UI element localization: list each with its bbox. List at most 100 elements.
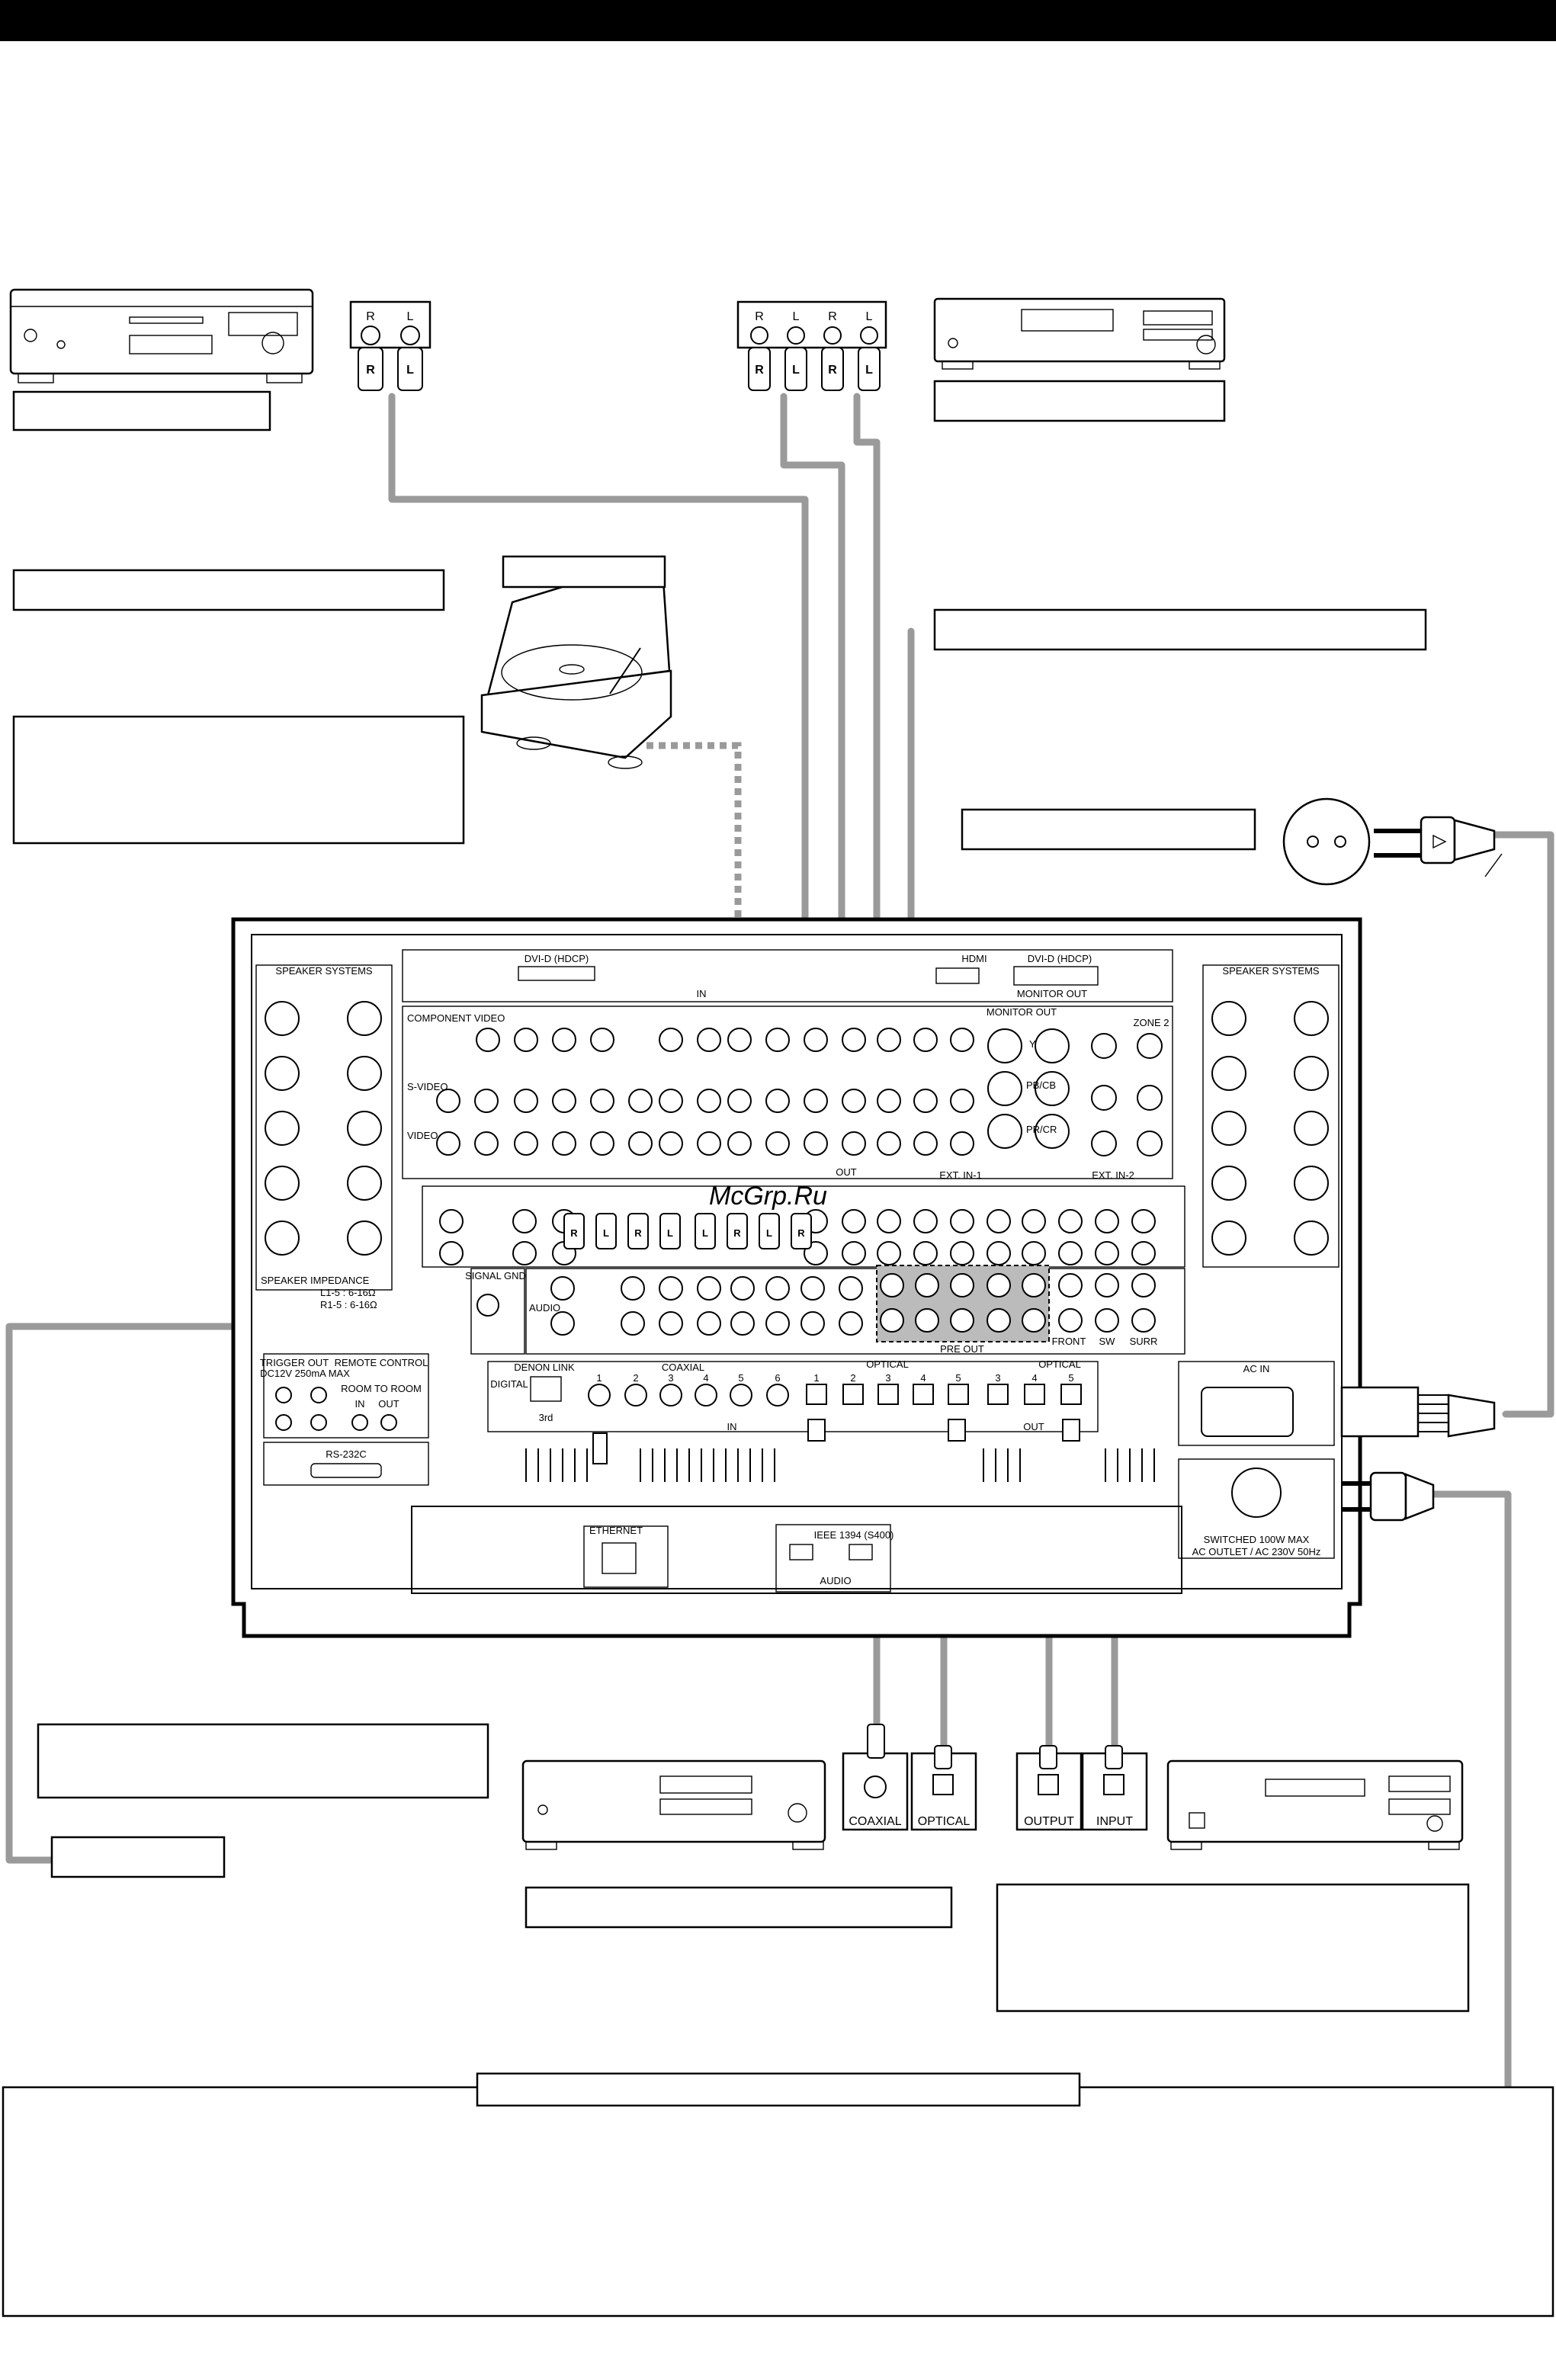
recorder-digital-jacks: OUTPUT INPUT	[1015, 1745, 1148, 1831]
svg-text:SURR: SURR	[1130, 1336, 1158, 1347]
trigger-label-box	[50, 1836, 226, 1878]
speaker-systems-left-label: SPEAKER SYSTEMS	[275, 965, 372, 977]
ext-in-1-label: EXT. IN-1	[939, 1169, 982, 1181]
svg-text:IN: IN	[697, 988, 707, 999]
pre-out-label: PRE OUT	[940, 1343, 984, 1355]
coax-jacks: 1 2 3 4 5 6	[588, 1372, 789, 1407]
ac-label-box	[961, 808, 1256, 851]
svg-text:PB/CB: PB/CB	[1026, 1079, 1056, 1091]
svg-text:SW: SW	[1099, 1336, 1116, 1347]
monitor-out-jacks: Y PB/CB PR/CR	[987, 1028, 1163, 1156]
turntable-note-box	[12, 715, 465, 845]
recorder-label-box	[996, 1883, 1470, 2013]
svg-text:4: 4	[1031, 1372, 1037, 1384]
svg-text:ROOM TO ROOM: ROOM TO ROOM	[341, 1383, 422, 1394]
tape-deck-device	[933, 297, 1226, 370]
cd-l-label: L	[407, 310, 414, 323]
ext-in-2-label: EXT. IN-2	[1092, 1169, 1134, 1181]
svg-text:1: 1	[596, 1372, 602, 1384]
hdmi-label: HDMI	[961, 953, 987, 964]
svg-text:MONITOR OUT: MONITOR OUT	[1017, 988, 1087, 999]
svg-text:R: R	[733, 1227, 741, 1239]
monitor-out-label: MONITOR OUT	[987, 1006, 1057, 1018]
ac-in-label: AC IN	[1243, 1363, 1270, 1374]
svg-text:3: 3	[885, 1372, 890, 1384]
video-jack-row-composite	[436, 1131, 974, 1156]
svg-text:L: L	[766, 1227, 772, 1239]
dvd-digital-jacks: COAXIAL OPTICAL	[842, 1724, 977, 1831]
remote-control-label: REMOTE CONTROL	[335, 1357, 428, 1368]
watermark-text: McGrp.Ru	[709, 1182, 827, 1211]
dvd-player-device	[521, 1759, 826, 1850]
svg-text:R: R	[634, 1227, 642, 1239]
audio-jacks-top	[439, 1209, 1156, 1265]
signal-gnd-label: SIGNAL GND	[465, 1270, 526, 1281]
svg-text:L: L	[792, 364, 800, 377]
cd-player-device	[9, 288, 314, 383]
dvd-label-box	[37, 1723, 489, 1799]
svg-text:OUT: OUT	[1023, 1421, 1044, 1432]
tape-l2-label: L	[866, 310, 873, 323]
svg-text:3: 3	[668, 1372, 673, 1384]
svg-text:IN: IN	[355, 1398, 365, 1410]
optical-jack-label: OPTICAL	[918, 1815, 970, 1828]
svg-text:AC OUTLET / AC 230V 50Hz: AC OUTLET / AC 230V 50Hz	[1192, 1546, 1321, 1557]
optical-out-label: OPTICAL	[1038, 1358, 1081, 1370]
svg-text:PR/CR: PR/CR	[1026, 1124, 1057, 1135]
trigger-out-label: TRIGGER OUT	[260, 1357, 329, 1368]
tape-r2-label: R	[828, 310, 837, 323]
svg-text:R: R	[755, 364, 764, 377]
tape-deck-label-box	[933, 380, 1226, 422]
svg-text:4: 4	[703, 1372, 708, 1384]
wall-outlet	[1282, 797, 1371, 886]
svg-text:2: 2	[850, 1372, 855, 1384]
video-jack-row-svideo	[436, 1089, 974, 1113]
svg-text:3rd: 3rd	[539, 1412, 553, 1423]
denon-link-label: DENON LINK	[514, 1362, 575, 1373]
svg-text:OUT: OUT	[836, 1166, 857, 1178]
svg-text:L: L	[865, 364, 873, 377]
turntable-device	[480, 555, 672, 769]
ethernet-label: ETHERNET	[589, 1525, 643, 1536]
zone2-label: ZONE 2	[1134, 1017, 1169, 1028]
component-video-label: COMPONENT VIDEO	[407, 1012, 505, 1024]
video-jack-row-component	[476, 1028, 974, 1052]
speaker-impedance-label: SPEAKER IMPEDANCE	[261, 1275, 370, 1286]
header-bar	[0, 0, 1556, 41]
svg-text:L: L	[406, 364, 414, 377]
svg-text:L1-5 : 6-16Ω: L1-5 : 6-16Ω	[320, 1287, 376, 1298]
svg-text:L: L	[667, 1227, 673, 1239]
vent-slots	[525, 1448, 1155, 1482]
tape-rca-jacks: R L R L R L R L	[736, 300, 887, 391]
cd-player-label-box	[12, 390, 271, 431]
power-plug	[1374, 816, 1503, 877]
svg-text:R: R	[797, 1227, 805, 1239]
svg-text:L: L	[702, 1227, 708, 1239]
optical-out-jacks: 3 4 5	[987, 1372, 1082, 1405]
svg-text:Y: Y	[1029, 1038, 1036, 1050]
cd-rca-output: R L R L	[349, 300, 432, 391]
input-jack-label: INPUT	[1096, 1815, 1133, 1828]
svg-text:DC12V 250mA MAX: DC12V 250mA MAX	[260, 1368, 350, 1379]
dvd-player-label-box	[525, 1886, 953, 1929]
svg-text:R1-5 : 6-16Ω: R1-5 : 6-16Ω	[320, 1299, 377, 1310]
audio-jacks-bottom	[550, 1276, 863, 1336]
svg-text:R: R	[366, 364, 375, 377]
optical-in-label: OPTICAL	[866, 1358, 909, 1370]
dvi-in-label: DVI-D (HDCP)	[525, 953, 589, 964]
svg-text:3: 3	[995, 1372, 1000, 1384]
svg-text:R: R	[828, 364, 837, 377]
speaker-systems-right-label: SPEAKER SYSTEMS	[1222, 965, 1319, 977]
svg-text:OUT: OUT	[378, 1398, 399, 1410]
svg-text:5: 5	[955, 1372, 961, 1384]
svg-text:SWITCHED 100W MAX: SWITCHED 100W MAX	[1204, 1534, 1310, 1545]
tape-r1-label: R	[755, 310, 764, 323]
audio-side-label: AUDIO	[529, 1302, 560, 1313]
tape-l1-label: L	[793, 310, 800, 323]
svg-text:5: 5	[1068, 1372, 1073, 1384]
svg-text:AUDIO: AUDIO	[820, 1575, 851, 1586]
svg-text:2: 2	[633, 1372, 638, 1384]
optical-in-jacks: 1 2 3 4 5	[806, 1372, 969, 1405]
svg-text:5: 5	[738, 1372, 743, 1384]
